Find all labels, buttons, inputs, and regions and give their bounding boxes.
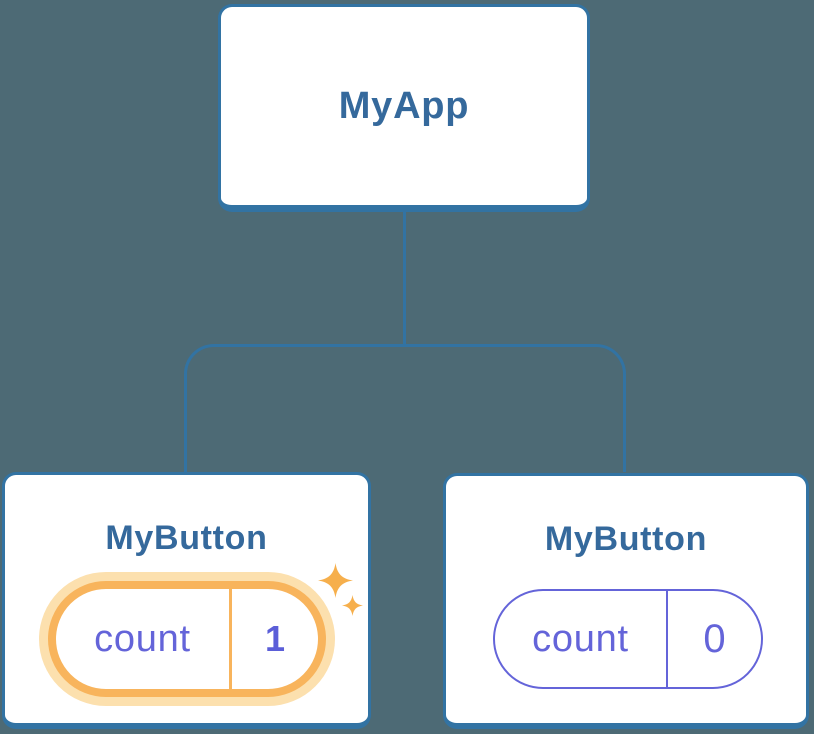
node-mybutton-updated-label: MyButton [105,519,268,557]
sparkle-icon [318,563,353,598]
sparkle-icon-small [342,595,363,616]
node-myapp-label: MyApp [338,84,470,127]
state-pill: count 0 [493,589,763,689]
connector-bracket [184,344,626,472]
node-mybutton-updated: MyButton count 1 [2,472,371,729]
node-myapp: MyApp [218,4,590,212]
state-value: 0 [703,616,726,661]
pill-divider [229,589,232,689]
state-name: count [532,617,629,660]
pill-divider [666,591,668,687]
node-mybutton-unchanged: MyButton count 0 [443,473,809,729]
state-value: 1 [264,618,286,659]
state-pill-highlighted: count 1 [48,581,326,697]
state-name: count [94,617,191,660]
connector-stem [403,211,406,346]
node-mybutton-unchanged-label: MyButton [544,520,708,558]
